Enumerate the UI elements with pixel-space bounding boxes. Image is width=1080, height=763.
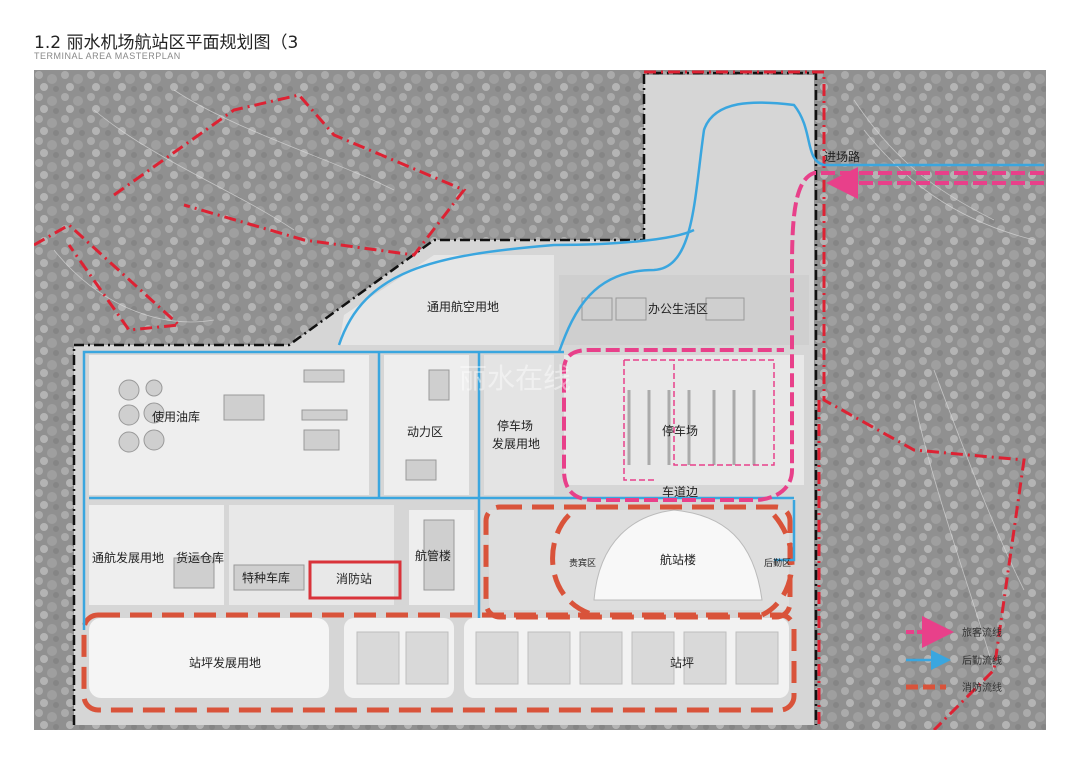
- page-subtitle: TERMINAL AREA MASTERPLAN: [34, 51, 181, 61]
- label-curbside: 车道边: [662, 484, 698, 499]
- watermark: 丽水在线: [459, 362, 571, 395]
- parking-rows: [627, 390, 756, 465]
- legend-fire-label: 消防流线: [962, 681, 1002, 694]
- label-special-garage: 特种车库: [242, 570, 290, 585]
- label-apron: 站坪: [670, 656, 694, 670]
- label-ga-dev-land: 通航发展用地: [92, 550, 164, 565]
- label-office-area: 办公生活区: [648, 301, 708, 316]
- apron-stands: [356, 631, 779, 685]
- label-apron-dev-land: 站坪发展用地: [189, 655, 261, 670]
- legend: 旅客流线 后勤流线 消防流线: [906, 616, 1002, 694]
- oil-tanks: [118, 379, 165, 453]
- passenger-route: [562, 167, 1044, 502]
- masterplan-map: 旅客流线 后勤流线 消防流线 丽水在线 通用航空用地 办公生活区 使用油库 动力…: [33, 70, 1046, 732]
- label-terminal: 航站楼: [660, 552, 696, 567]
- label-parking: 停车场: [662, 423, 698, 438]
- label-parking-dev: 停车场: [497, 418, 533, 433]
- passenger-route-thin: [623, 359, 775, 481]
- small-labels: 贵宾区 后勤区: [569, 557, 791, 569]
- fire-route: [81, 504, 797, 713]
- label-power-area: 动力区: [407, 425, 443, 439]
- zone-labels: 通用航空用地 办公生活区 使用油库 动力区 停车场 发展用地 停车场 车道边 进…: [92, 149, 860, 670]
- label-entry-road: 进场路: [824, 149, 860, 164]
- label-parking-dev-2: 发展用地: [492, 436, 540, 451]
- utility-buildings: [173, 297, 745, 591]
- label-oil-depot: 使用油库: [152, 409, 200, 424]
- land-boundary-red: [33, 70, 1026, 732]
- label-fire-station: 消防站: [336, 571, 372, 586]
- legend-service-label: 后勤流线: [962, 654, 1002, 667]
- terminal-building: [593, 509, 763, 601]
- page-title: 1.2 丽水机场航站区平面规划图（3: [34, 33, 299, 53]
- label-atc-building: 航管楼: [415, 548, 451, 563]
- label-logistics-area: 后勤区: [764, 557, 791, 569]
- site-boundary-black: [72, 71, 818, 725]
- label-vip-area: 贵宾区: [569, 557, 596, 569]
- legend-passenger-label: 旅客流线: [962, 626, 1002, 639]
- contour-lines: [53, 89, 1035, 671]
- label-cargo: 货运仓库: [176, 550, 224, 565]
- fire-station-frame: [308, 560, 402, 600]
- label-general-aviation-land: 通用航空用地: [427, 299, 499, 314]
